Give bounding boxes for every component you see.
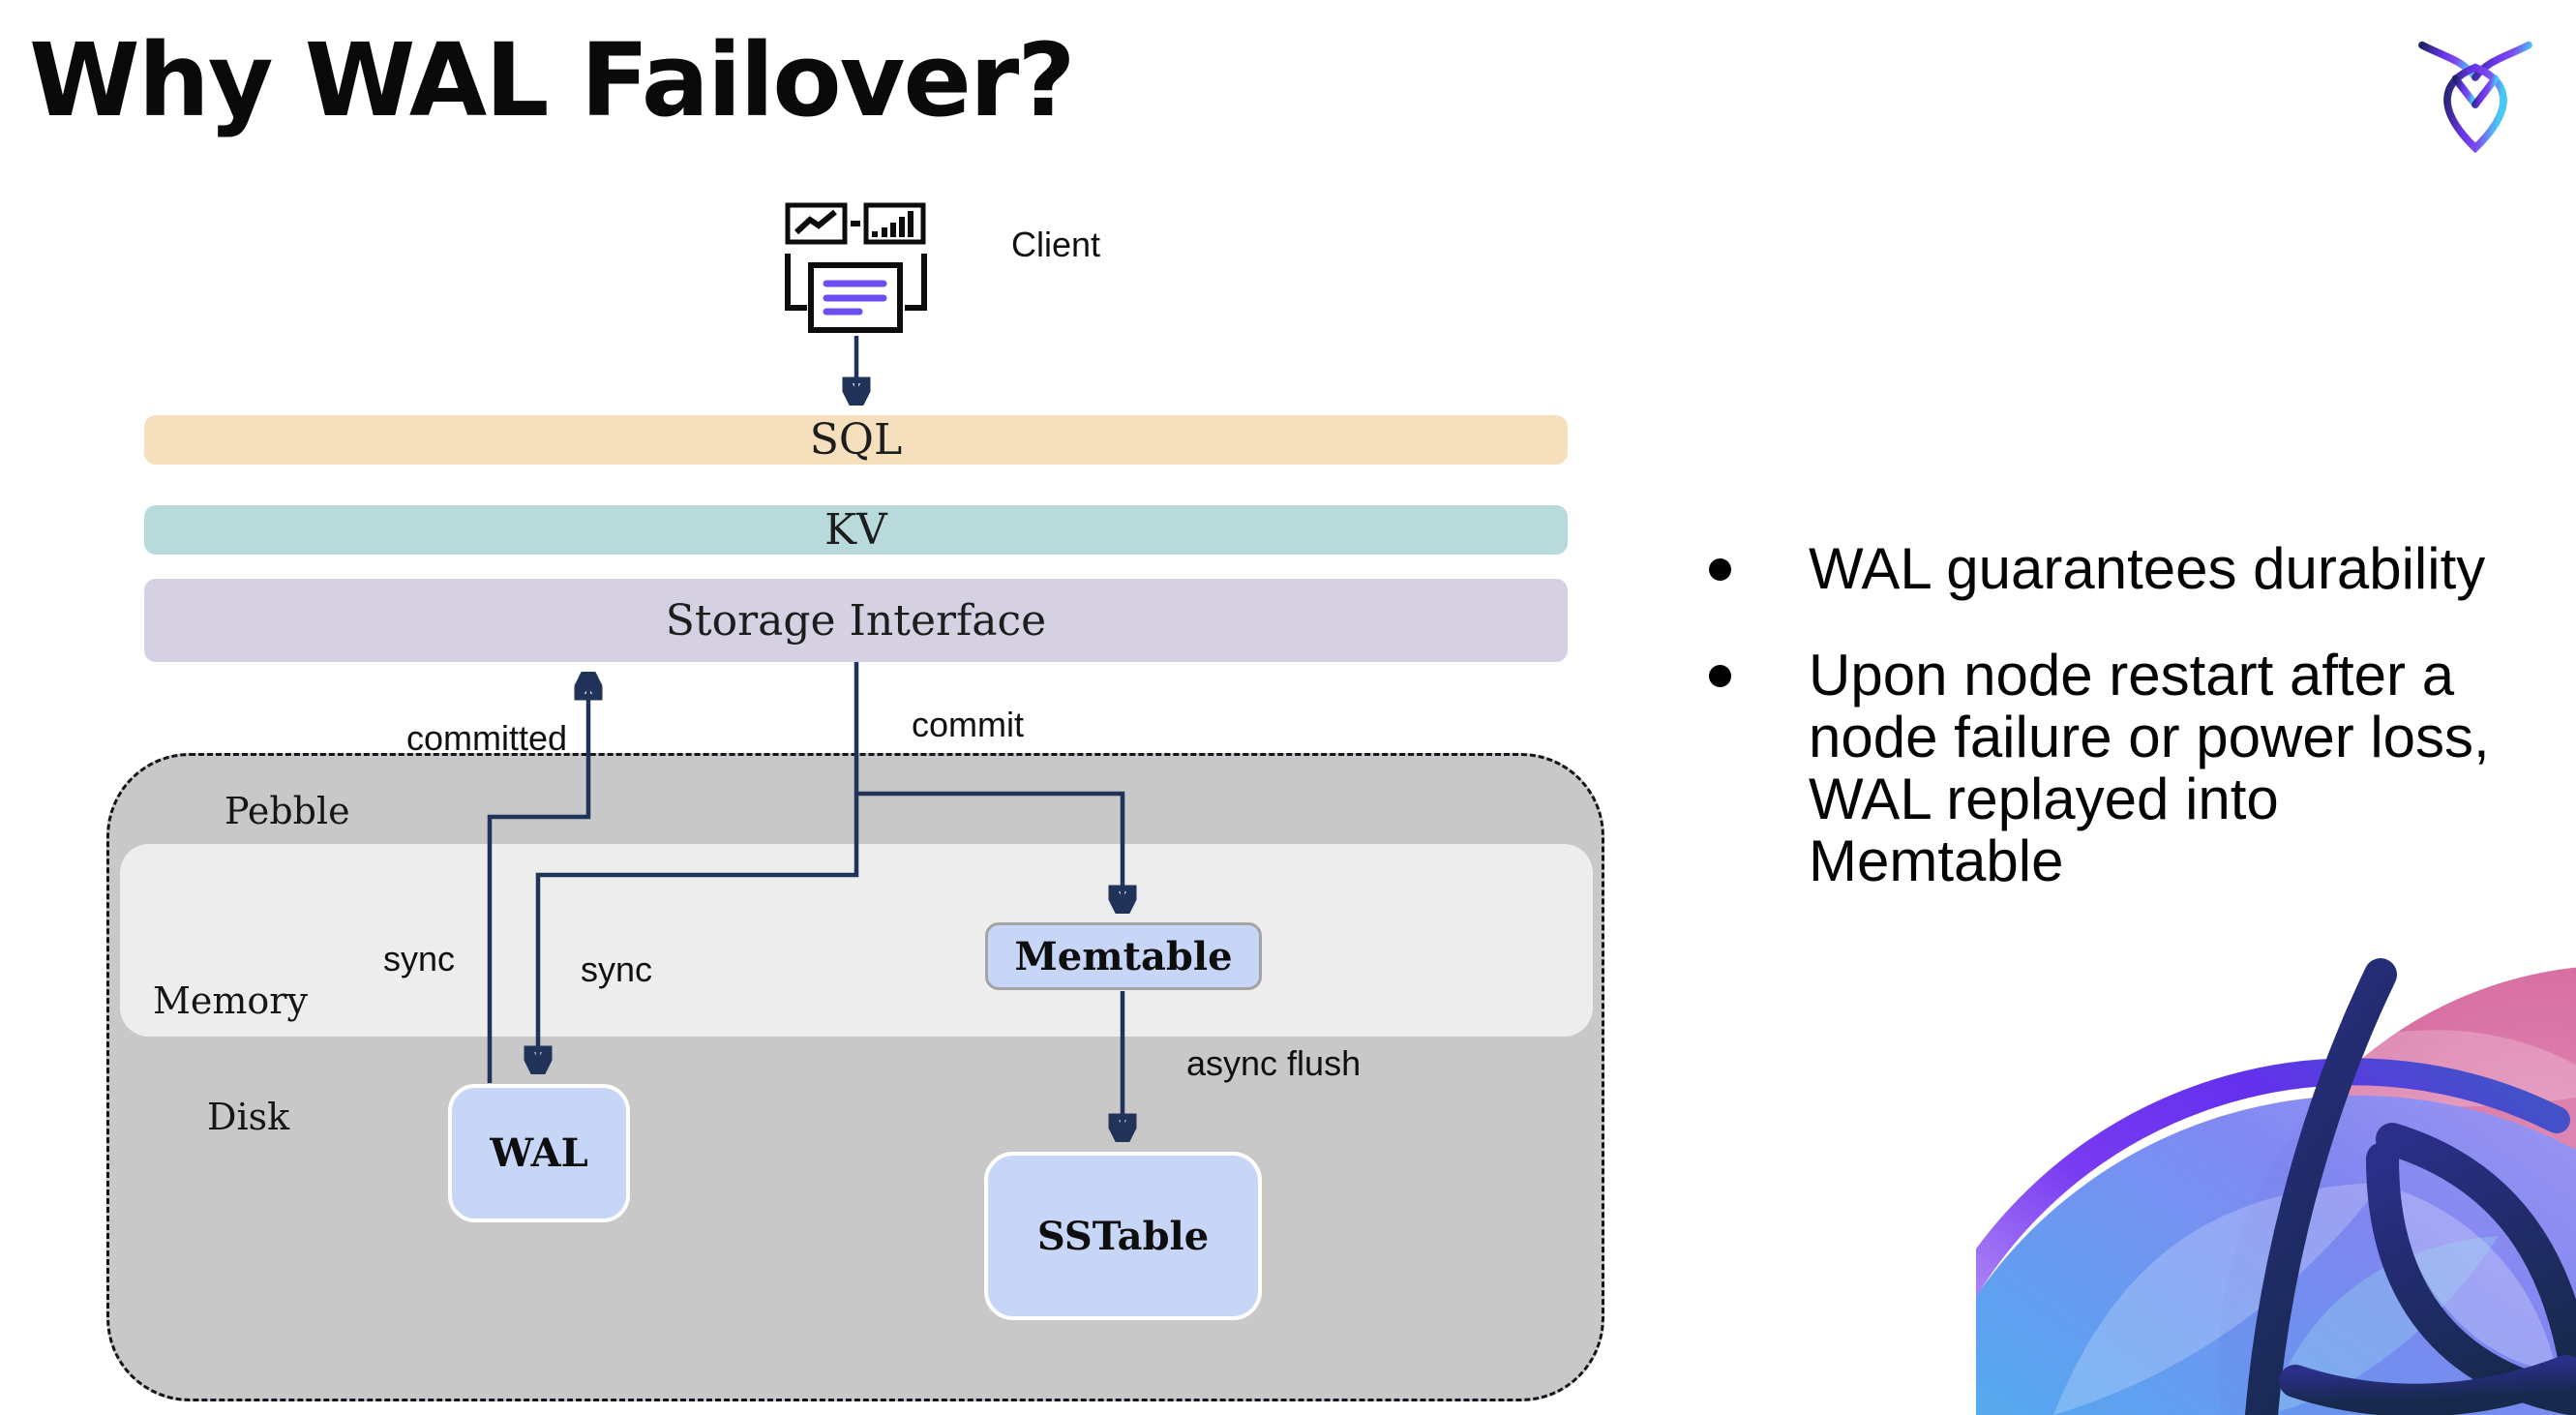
disk-label: Disk [207,1096,290,1138]
edge-label-sync-wal: sync [383,939,456,978]
bullet-dot [1709,665,1731,687]
sstable-box: SSTable [984,1152,1262,1320]
bullet-item: Upon node restart after a node failure o… [1709,645,2512,892]
bullet-list: WAL guarantees durability Upon node rest… [1709,538,2512,937]
layer-sql-label: SQL [809,415,903,465]
client-icon [785,202,927,333]
sstable-label: SSTable [1036,1213,1210,1259]
wal-box: WAL [448,1084,630,1222]
line-chart-icon [785,202,848,245]
bracket-right [905,254,927,311]
edge-label-async-flush: async flush [1186,1043,1362,1083]
layer-sql: SQL [144,415,1568,465]
layer-storage-interface: Storage Interface [144,579,1568,662]
bullet-item: WAL guarantees durability [1709,538,2512,600]
memory-label: Memory [153,979,308,1022]
layer-storage-label: Storage Interface [665,595,1047,646]
edge-label-committed: committed [406,718,568,758]
wal-label: WAL [490,1130,588,1176]
bracket-left [785,254,807,311]
bullet-dot [1709,558,1731,581]
memory-band [120,844,1593,1037]
decorative-corner-graphic [1976,958,2576,1415]
memtable-box: Memtable [985,922,1262,990]
layer-kv-label: KV [824,505,887,555]
page-title: Why WAL Failover? [29,21,1076,139]
bullet-text: WAL guarantees durability [1809,536,2486,601]
client-label: Client [1011,225,1101,264]
edge-label-commit: commit [912,705,1024,744]
layer-kv: KV [144,505,1568,555]
pebble-label: Pebble [225,790,350,832]
cockroachdb-logo-icon [2418,41,2532,153]
edge-label-sync-inner: sync [581,949,653,989]
memtable-label: Memtable [1014,933,1233,979]
bullet-text: Upon node restart after a node failure o… [1809,643,2490,893]
